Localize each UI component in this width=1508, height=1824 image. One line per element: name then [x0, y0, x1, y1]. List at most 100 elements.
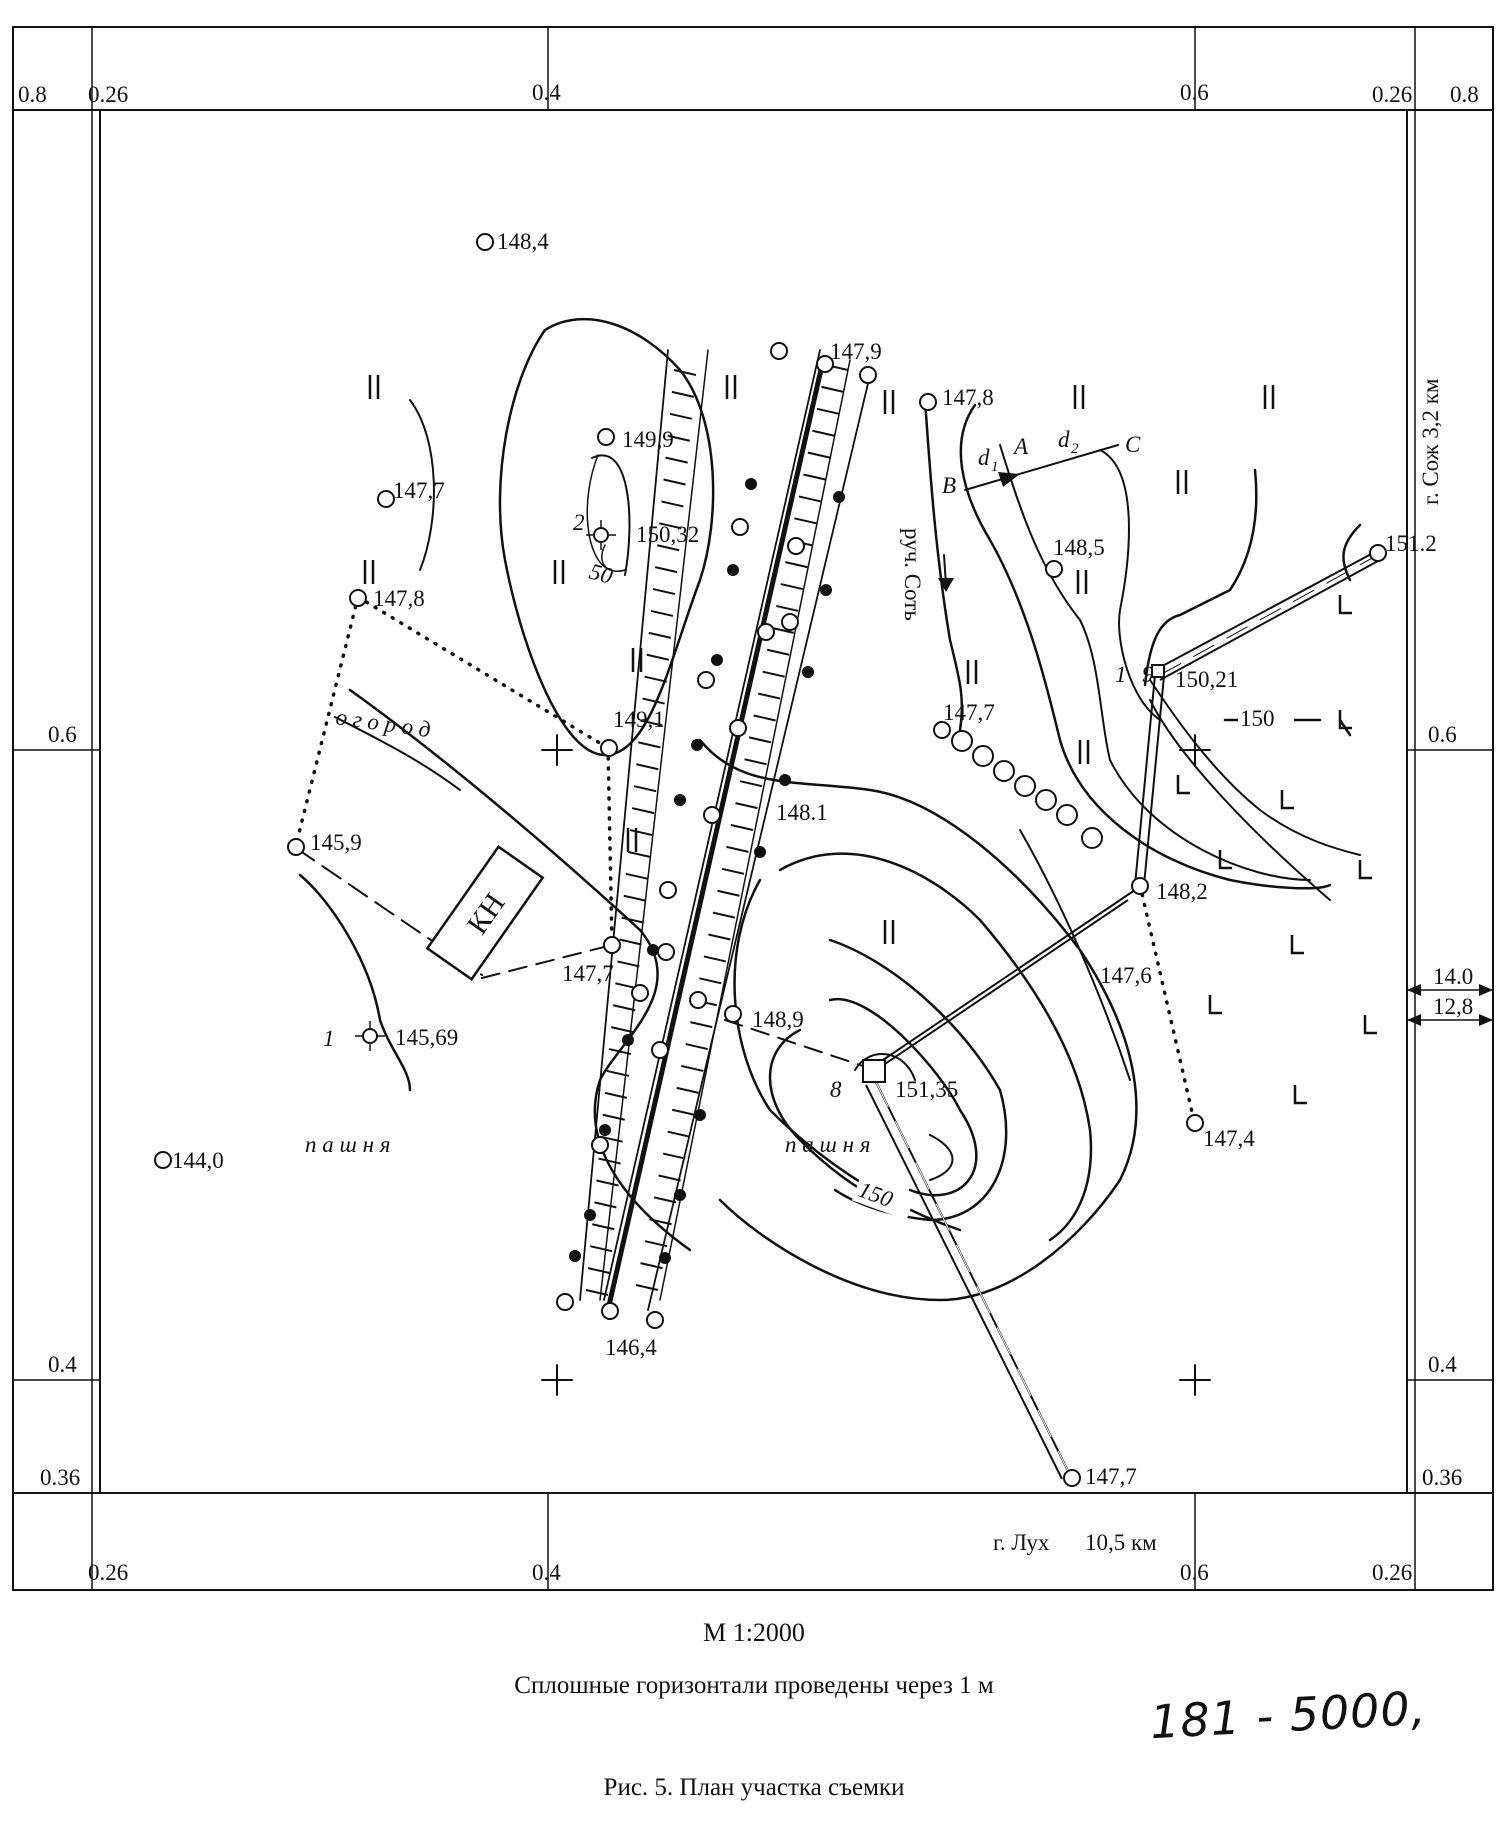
station-number: 8 [830, 1077, 842, 1102]
road-tie [803, 473, 826, 481]
elevation-label: 145,9 [310, 830, 362, 855]
survey-point [646, 1311, 664, 1329]
road-tie [726, 845, 749, 853]
picket-dot [599, 1124, 611, 1136]
picket-dot [584, 1209, 596, 1221]
road-tie [646, 653, 669, 661]
right-dimension-2: 12,8 [1433, 994, 1473, 1019]
road-tie [649, 1218, 672, 1226]
survey-point [933, 721, 951, 739]
station-1 [362, 1028, 378, 1044]
road-tie [671, 1108, 695, 1116]
area-label-field: п а ш н я [785, 1132, 870, 1157]
road-tie [650, 609, 674, 617]
elevation-label: 148,9 [752, 1007, 804, 1032]
elevation-label: 148,5 [1053, 535, 1105, 560]
road-tie [816, 407, 840, 415]
road-tie [602, 1113, 625, 1121]
road-tie [665, 456, 688, 464]
frame-right-label-2: 0.4 [1428, 1352, 1457, 1377]
building-kn [425, 844, 545, 982]
road-tie [785, 561, 808, 569]
survey-point [601, 1302, 619, 1320]
elevation-label: 151.2 [1385, 531, 1437, 556]
elevation-label: 147,7 [393, 478, 445, 503]
point-letter-c: C [1125, 432, 1141, 457]
elevation-label: 147,4 [1203, 1126, 1255, 1151]
frame-left-label-3: 0.36 [40, 1465, 80, 1490]
point-letter-b: B [942, 473, 956, 498]
road-tie [744, 758, 767, 766]
road-tie [604, 1091, 628, 1099]
direction-label-lukh-distance: 10,5 км [1085, 1530, 1157, 1555]
frame-top-label-5: 0.26 [1372, 82, 1412, 107]
road-tie [638, 741, 661, 749]
picket-dot [754, 846, 766, 858]
road-tie [636, 763, 659, 771]
road-tie [821, 385, 844, 393]
survey-point [1081, 827, 1103, 849]
survey-point [1014, 775, 1036, 797]
road-tie [699, 977, 722, 985]
survey-point [816, 355, 834, 373]
road-tie [619, 938, 642, 946]
frame-right-label-1: 0.6 [1428, 722, 1457, 747]
picket-dot [674, 1189, 686, 1201]
picket-dot [802, 666, 814, 678]
road-tie [798, 495, 822, 503]
road-tie [708, 933, 731, 941]
frame-top-label-2: 0.26 [88, 82, 128, 107]
road-tie [654, 566, 678, 574]
road-tie [762, 670, 785, 678]
traverse-line [872, 889, 1136, 1073]
survey-point [349, 589, 367, 607]
area-label-garden: о г о р о д [334, 704, 432, 742]
survey-point [154, 1151, 172, 1169]
picket-dot [622, 1034, 634, 1046]
area-label-field: п а ш н я [305, 1132, 390, 1157]
road-tie [642, 697, 665, 705]
survey-point [287, 838, 305, 856]
road-tie [598, 1157, 621, 1165]
survey-point [377, 490, 395, 508]
survey-point [689, 991, 707, 1009]
road-tie [633, 785, 657, 793]
road-tie [652, 588, 676, 596]
station-number: 2 [573, 510, 585, 535]
road-tie [621, 916, 644, 924]
outer-frame [12, 26, 1494, 1591]
elevation-label: 149,9 [622, 427, 674, 452]
elevation-label: 147,7 [562, 961, 614, 986]
road-tie [671, 390, 695, 398]
elevation-label: 147,8 [373, 586, 425, 611]
road-tie [739, 780, 763, 788]
survey-point [1063, 1469, 1081, 1487]
inner-frame [99, 109, 1408, 1494]
distance-d2: d [1058, 427, 1070, 452]
picket-dot [691, 739, 703, 751]
road-tie [594, 1201, 617, 1209]
road-tie [676, 1086, 699, 1094]
survey-point [1131, 877, 1149, 895]
elevation-label: 148.1 [776, 800, 828, 825]
elevation-label: 147,7 [943, 700, 995, 725]
picket-dot [694, 1109, 706, 1121]
frame-right-label-3: 0.36 [1422, 1465, 1462, 1490]
road-tie [780, 583, 803, 591]
survey-point [731, 518, 749, 536]
road-tie [776, 604, 799, 612]
survey-point [651, 1041, 669, 1059]
elevation-label: 148,4 [497, 229, 549, 254]
road-tie [625, 872, 649, 880]
survey-point [697, 671, 715, 689]
right-dimension-1: 14.0 [1433, 964, 1473, 989]
survey-point [859, 366, 877, 384]
road-tie [648, 631, 672, 639]
road-tie [623, 894, 646, 902]
survey-point [703, 806, 721, 824]
road-tie [587, 1267, 611, 1275]
elevation-label: 148,2 [1156, 879, 1208, 904]
elevation-label: 146,4 [605, 1335, 657, 1360]
road-tie [613, 1004, 636, 1012]
